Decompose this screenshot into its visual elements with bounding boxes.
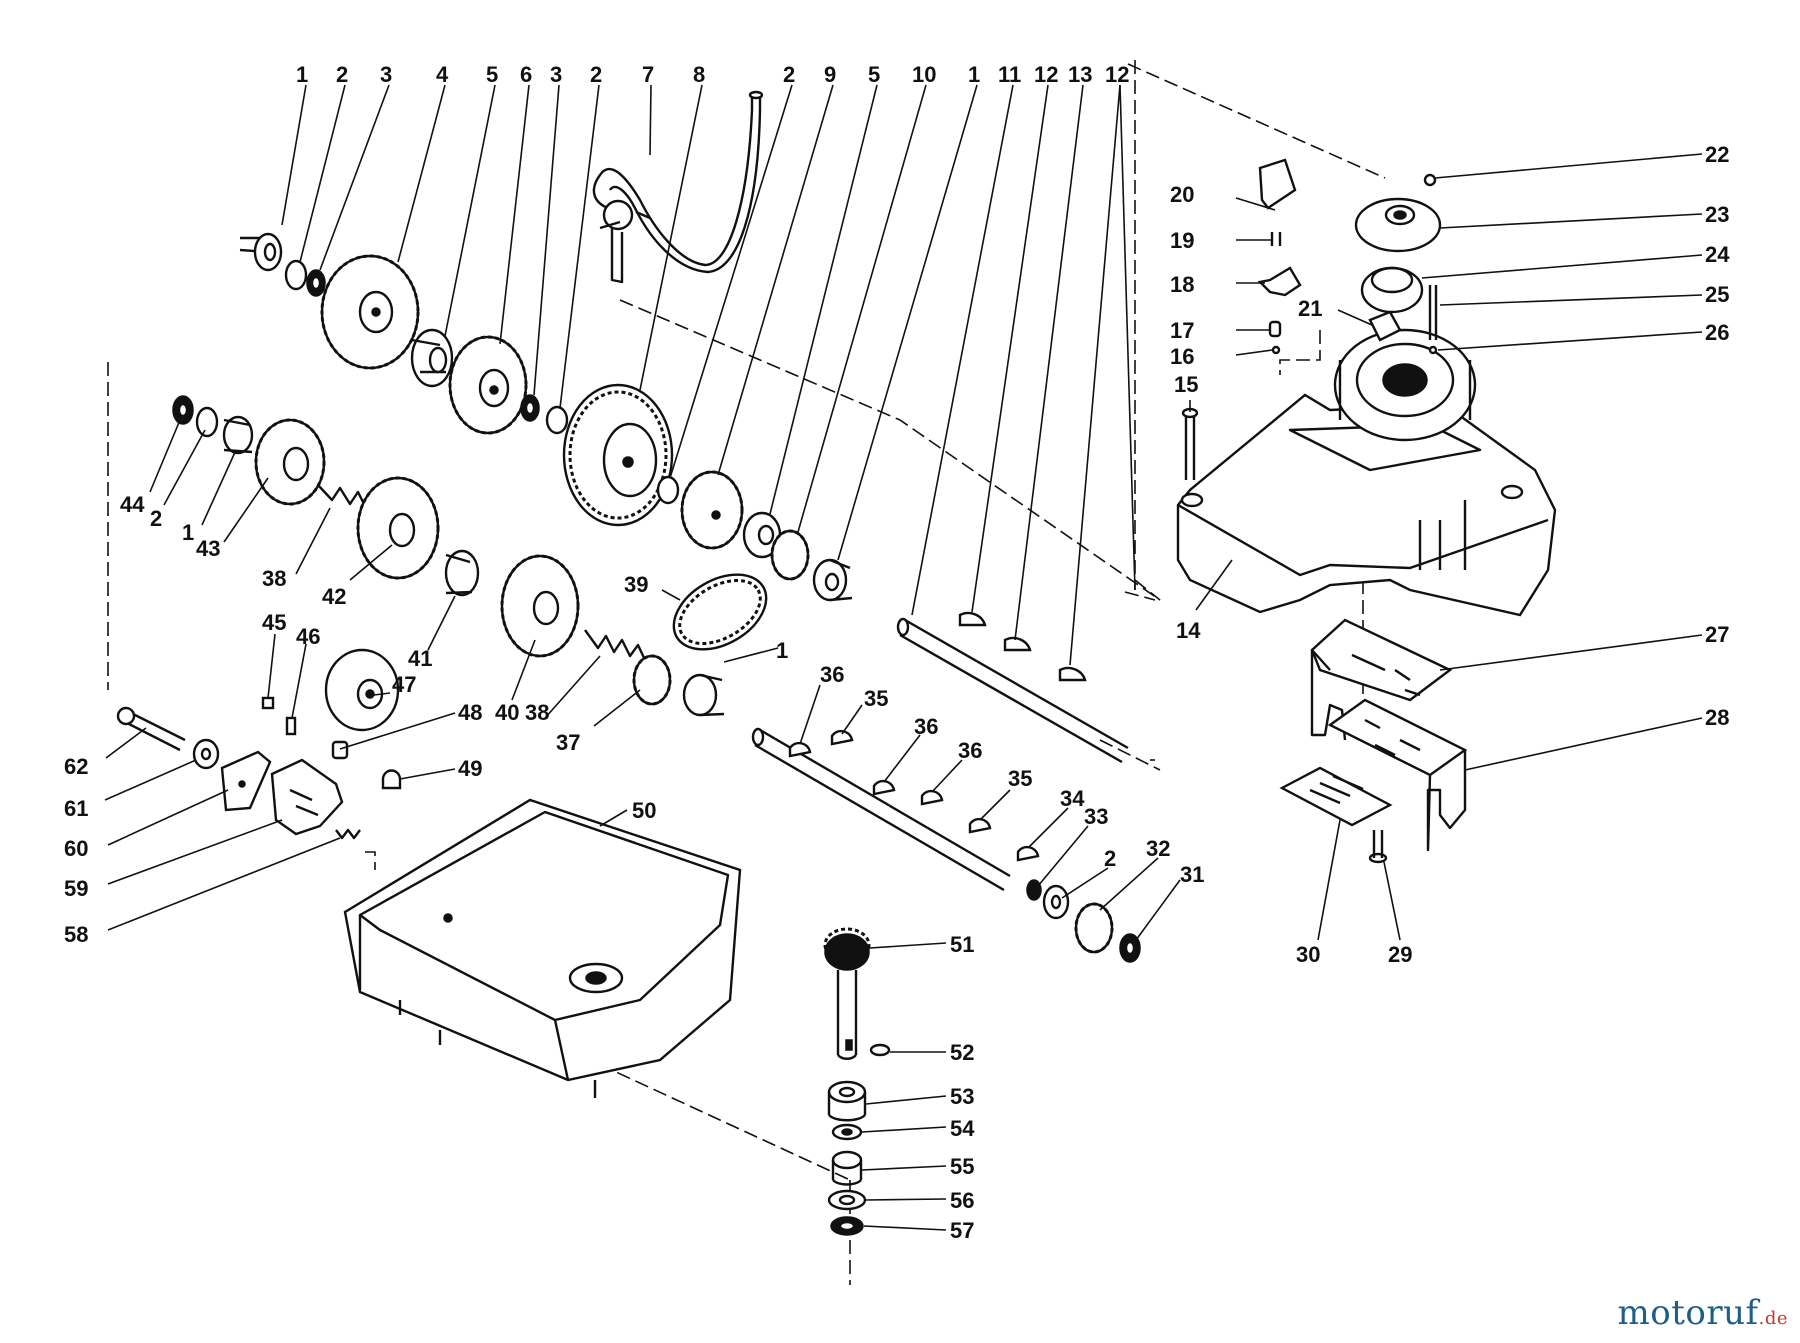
lower-shaft-leaders xyxy=(799,684,1181,941)
label-56: 56 xyxy=(950,1188,974,1213)
label-36b: 36 xyxy=(914,714,938,739)
label-37: 37 xyxy=(556,730,580,755)
label-32: 32 xyxy=(1146,836,1170,861)
label-11: 11 xyxy=(998,62,1021,87)
label-27: 27 xyxy=(1705,622,1729,647)
pinion-stack-parts xyxy=(823,927,891,1236)
label-43: 43 xyxy=(196,536,220,561)
label-26: 26 xyxy=(1705,320,1729,345)
top-leaders xyxy=(281,84,1136,666)
label-25: 25 xyxy=(1705,282,1729,307)
label-28: 28 xyxy=(1705,705,1729,730)
label-39: 39 xyxy=(624,572,648,597)
top-shaft-parts xyxy=(239,90,1129,764)
label-57: 57 xyxy=(950,1218,974,1243)
label-59: 59 xyxy=(64,876,88,901)
label-2-left: 2 xyxy=(150,506,162,531)
label-44: 44 xyxy=(120,492,145,517)
label-1: 1 xyxy=(296,62,308,87)
left-leaders xyxy=(104,419,779,931)
label-9: 9 xyxy=(824,62,836,87)
label-31: 31 xyxy=(1180,862,1204,887)
label-45: 45 xyxy=(262,610,286,635)
label-54: 54 xyxy=(950,1116,975,1141)
label-18: 18 xyxy=(1170,272,1194,297)
right-labels: 22 20 23 24 19 18 25 21 17 26 16 15 14 2… xyxy=(1170,142,1730,967)
lower-shaft-labels: 36 35 36 36 35 34 33 2 32 31 xyxy=(820,662,1204,887)
label-51: 51 xyxy=(950,932,974,957)
label-17: 17 xyxy=(1170,318,1194,343)
label-1b: 1 xyxy=(968,62,980,87)
label-5b: 5 xyxy=(868,62,880,87)
label-61: 61 xyxy=(64,796,88,821)
label-41: 41 xyxy=(408,646,432,671)
label-47: 47 xyxy=(392,672,416,697)
label-16: 16 xyxy=(1170,344,1194,369)
right-leaders xyxy=(1189,153,1703,941)
label-2: 2 xyxy=(336,62,348,87)
label-19: 19 xyxy=(1170,228,1194,253)
label-30: 30 xyxy=(1296,942,1320,967)
watermark-brand: motoruf xyxy=(1617,1293,1759,1333)
label-53: 53 xyxy=(950,1084,974,1109)
label-21: 21 xyxy=(1298,296,1322,321)
pinion-labels: 51 52 53 54 55 56 57 xyxy=(950,932,975,1243)
top-labels: 1 2 3 4 5 6 3 2 7 8 2 9 5 10 1 11 12 13 … xyxy=(296,62,1129,87)
housing-assembly xyxy=(1176,158,1557,864)
label-62: 62 xyxy=(64,754,88,779)
label-38b: 38 xyxy=(525,700,549,725)
label-36a: 36 xyxy=(820,662,844,687)
label-1-mid: 1 xyxy=(776,638,788,663)
left-gear-parts xyxy=(116,395,768,1098)
label-35b: 35 xyxy=(1008,766,1032,791)
label-3b: 3 xyxy=(550,62,562,87)
label-33: 33 xyxy=(1084,804,1108,829)
label-20: 20 xyxy=(1170,182,1194,207)
label-12: 12 xyxy=(1034,62,1058,87)
label-23: 23 xyxy=(1705,202,1729,227)
label-4: 4 xyxy=(436,62,449,87)
label-7: 7 xyxy=(642,62,654,87)
label-38a: 38 xyxy=(262,566,286,591)
label-34: 34 xyxy=(1060,786,1085,811)
label-10: 10 xyxy=(912,62,936,87)
label-1-left: 1 xyxy=(182,520,194,545)
label-12b: 12 xyxy=(1105,62,1129,87)
watermark: motoruf.de xyxy=(1618,1293,1788,1333)
label-60: 60 xyxy=(64,836,88,861)
label-52: 52 xyxy=(950,1040,974,1065)
lower-shaft-parts xyxy=(751,727,1141,963)
label-50: 50 xyxy=(632,798,656,823)
watermark-tld: .de xyxy=(1758,1308,1788,1329)
label-55: 55 xyxy=(950,1154,974,1179)
pinion-leaders xyxy=(861,942,947,1231)
label-36c: 36 xyxy=(958,738,982,763)
label-5: 5 xyxy=(486,62,498,87)
label-49: 49 xyxy=(458,756,482,781)
label-2-lower: 2 xyxy=(1104,846,1116,871)
label-6: 6 xyxy=(520,62,532,87)
label-8: 8 xyxy=(693,62,705,87)
label-46: 46 xyxy=(296,624,320,649)
label-42: 42 xyxy=(322,584,346,609)
label-2c: 2 xyxy=(783,62,795,87)
label-58: 58 xyxy=(64,922,88,947)
label-24: 24 xyxy=(1705,242,1730,267)
label-13: 13 xyxy=(1068,62,1092,87)
label-15: 15 xyxy=(1174,372,1198,397)
label-2b: 2 xyxy=(590,62,602,87)
label-35a: 35 xyxy=(864,686,888,711)
label-14: 14 xyxy=(1176,618,1201,643)
label-40: 40 xyxy=(495,700,519,725)
label-3: 3 xyxy=(380,62,392,87)
label-29: 29 xyxy=(1388,942,1412,967)
label-22: 22 xyxy=(1705,142,1729,167)
label-48: 48 xyxy=(458,700,482,725)
left-labels: 44 2 1 43 38 42 41 40 38 39 37 1 45 46 4… xyxy=(64,492,788,947)
